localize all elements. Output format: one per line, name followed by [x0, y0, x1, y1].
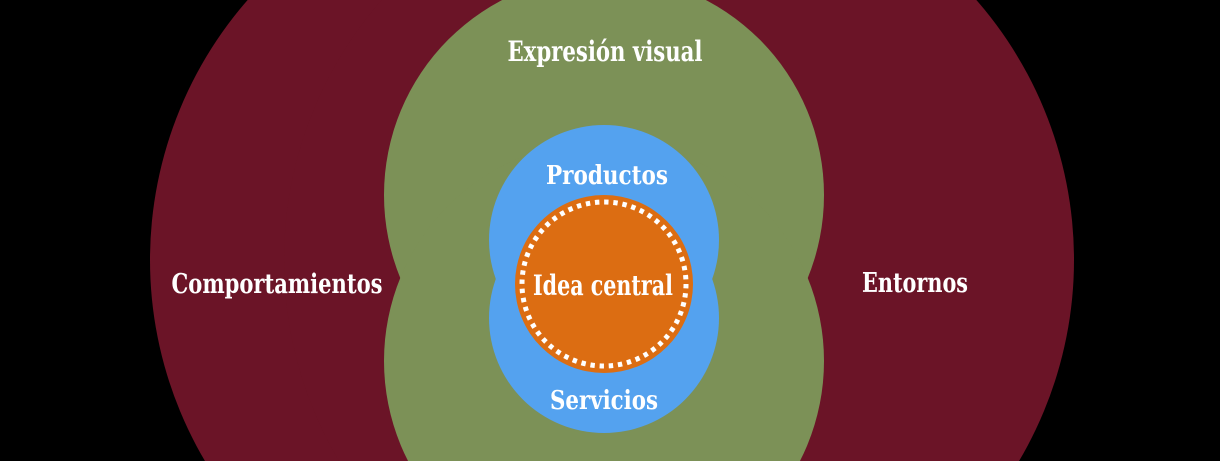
label-behaviors: Comportamientos: [172, 269, 383, 300]
core-circle: [515, 195, 693, 373]
core-dotted-ring: [519, 199, 689, 369]
label-core-idea: Idea central: [533, 269, 673, 302]
label-environments: Entornos: [862, 268, 968, 299]
core-layer: [515, 195, 693, 373]
label-services: Servicios: [550, 386, 658, 416]
label-visual-expression: Expresión visual: [508, 35, 703, 68]
label-products: Productos: [546, 161, 668, 191]
